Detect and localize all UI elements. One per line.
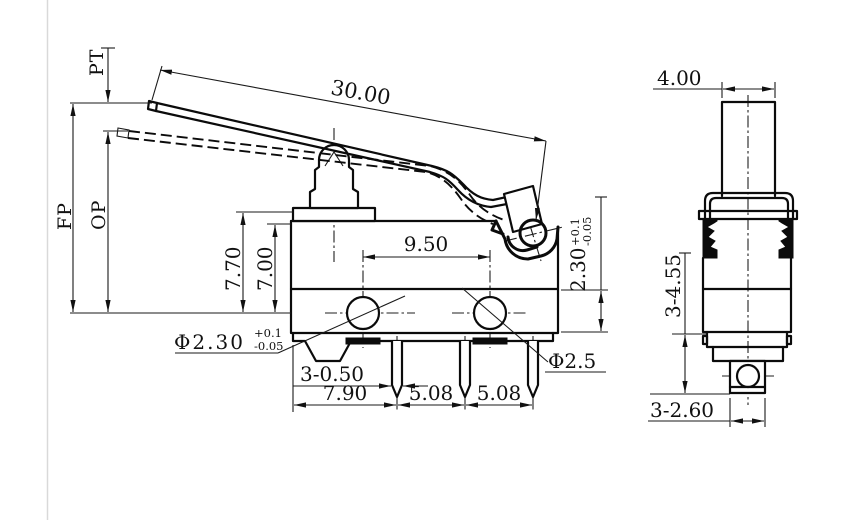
dim-mount-hole: Φ2.30 +0.1 -0.05: [174, 295, 406, 354]
mount-hole-tol-plus: +0.1: [254, 326, 282, 340]
terminal-pin: [390, 341, 404, 399]
clip-hook-left: [702, 218, 718, 259]
mount-hole-left: [345, 295, 381, 331]
side-lever: [720, 100, 777, 198]
dim-pt: PT: [70, 47, 152, 104]
dim-pin-thickness: 3-0.50: [293, 362, 428, 389]
side-body: [701, 256, 793, 363]
terminal-pins: [390, 341, 540, 399]
dim-pivot-hole: 2.30 +0.1 -0.05: [561, 196, 608, 333]
dim-terminal-width: 3-2.60: [648, 398, 766, 427]
dim-7-00: 7.00: [253, 223, 291, 312]
pivot-hole: [518, 218, 548, 248]
terminal-length-text: 3-4.55: [661, 254, 685, 318]
hole-spacing-text: 9.50: [404, 232, 449, 256]
pivot-hole-dia-text: 2.30: [566, 247, 590, 292]
side-spring-clip: [697, 191, 799, 259]
plunger-base-height-text: 7.70: [221, 246, 245, 291]
terminal-pin: [458, 341, 472, 399]
pin-thickness-text: 3-0.50: [300, 362, 364, 386]
bottom-tab-right: [472, 337, 508, 345]
side-terminal: [728, 359, 767, 395]
body-height-text: 7.00: [253, 246, 277, 291]
dim-fp: FP: [54, 104, 76, 312]
bottom-tab-left: [345, 337, 381, 345]
pt-label: PT: [86, 49, 108, 76]
side-terminal-hole: [735, 363, 761, 389]
dim-hole-spacing: 9.50: [363, 232, 490, 260]
terminal-pin: [526, 341, 540, 399]
front-view: PT FP OP 30.00 9.50 7.70: [54, 47, 608, 412]
terminal-width-text: 3-2.60: [650, 398, 714, 422]
fp-label: FP: [54, 202, 76, 230]
lever-released-dashed: [116, 127, 505, 225]
mount-hole-dia-text: Φ2.30: [174, 330, 245, 354]
side-view: 4.00 3-4.55 3-2.60: [648, 66, 799, 427]
dim-terminal-dia: Φ2.5: [461, 287, 606, 373]
first-pin-offset-text: 7.90: [323, 381, 368, 405]
lever-width-text: 4.00: [657, 66, 702, 90]
pin-pitch-2-text: 5.08: [477, 381, 522, 405]
op-label: OP: [88, 200, 110, 230]
pivot-hole-tol-minus: -0.05: [580, 217, 594, 247]
dim-terminal-length: 3-4.55: [650, 252, 730, 395]
dim-7-70: 7.70: [221, 211, 293, 312]
pin-pitch-1-text: 5.08: [409, 381, 454, 405]
mount-hole-tol-minus: -0.05: [254, 339, 284, 353]
clip-hook-right: [778, 218, 794, 259]
dim-op: OP: [70, 130, 291, 314]
dim-lever-width: 4.00: [653, 66, 776, 98]
pivot-hole-tol-plus: +0.1: [568, 218, 582, 246]
terminal-hole-dia-text: Φ2.5: [548, 349, 596, 373]
dim-pin-positions: 7.90 5.08 5.08: [292, 345, 532, 412]
lever-length-text: 30.00: [329, 75, 392, 109]
pivot-latch: [490, 218, 560, 261]
